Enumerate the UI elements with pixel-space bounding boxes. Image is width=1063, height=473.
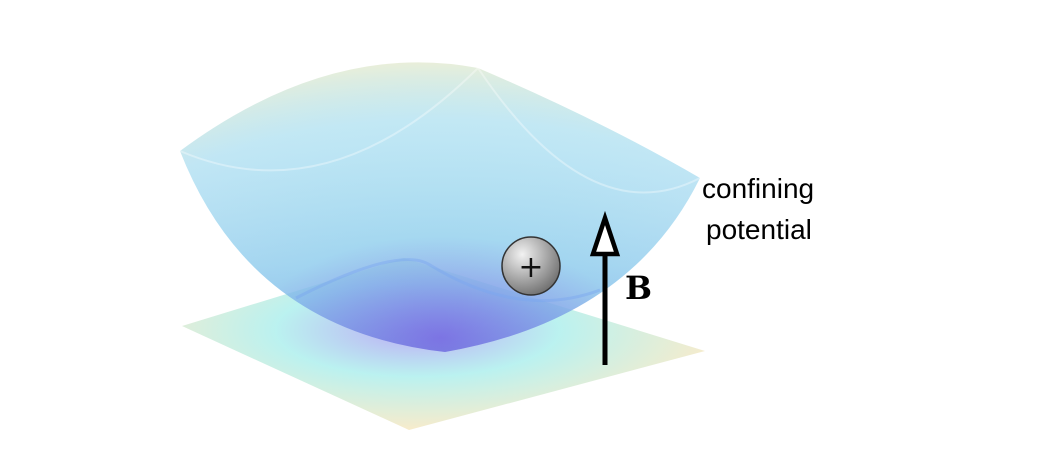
confining-label-line1: confining	[702, 173, 814, 204]
magnetic-field-label: B	[625, 269, 652, 307]
magnetic-field-arrow	[589, 210, 621, 365]
confining-label-line2: potential	[706, 214, 812, 245]
plane-intersection-curve	[295, 258, 601, 303]
plus-sign: +	[518, 250, 543, 285]
positive-charge: +	[501, 236, 561, 296]
bowl-back-rim	[179, 67, 479, 172]
potential-bowl	[179, 62, 701, 352]
bowl-front-rim	[477, 67, 701, 194]
